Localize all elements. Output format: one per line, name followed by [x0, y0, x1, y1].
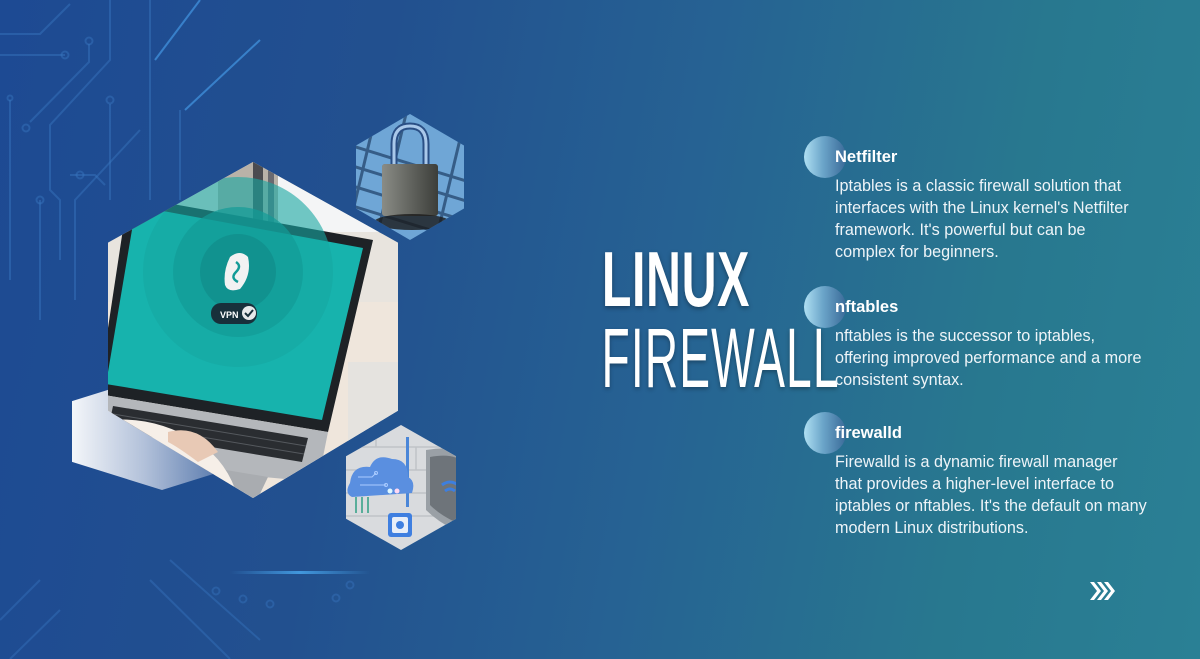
cloud-network-icon	[347, 457, 414, 497]
list-item-firewalld: firewalld Firewalld is a dynamic firewal…	[804, 412, 1164, 539]
firewall-tools-list: Netfilter Iptables is a classic firewall…	[804, 136, 1164, 539]
item-description: Firewalld is a dynamic firewall manager …	[835, 453, 1147, 537]
padlock-keyboard-image	[356, 114, 464, 240]
item-heading: firewalld	[835, 424, 902, 442]
vpn-badge-label: VPN	[220, 310, 239, 320]
item-description: nftables is the successor to iptables, o…	[835, 327, 1142, 389]
list-item-netfilter: Netfilter Iptables is a classic firewall…	[804, 136, 1164, 286]
item-description: Iptables is a classic firewall solution …	[835, 177, 1129, 261]
triple-chevron-right-icon	[1090, 582, 1115, 600]
title-line-linux: LINUX	[601, 235, 750, 323]
slide-title: LINUX FIREWALL	[480, 235, 840, 405]
circle-bullet-icon	[804, 286, 846, 328]
circle-bullet-icon	[804, 412, 846, 454]
list-item-nftables: nftables nftables is the successor to ip…	[804, 286, 1164, 412]
item-heading: Netfilter	[835, 148, 898, 166]
circle-bullet-icon	[804, 136, 846, 178]
next-slide-button[interactable]	[1090, 580, 1116, 602]
item-heading: nftables	[835, 298, 899, 316]
title-line-firewall: FIREWALL	[601, 311, 840, 405]
